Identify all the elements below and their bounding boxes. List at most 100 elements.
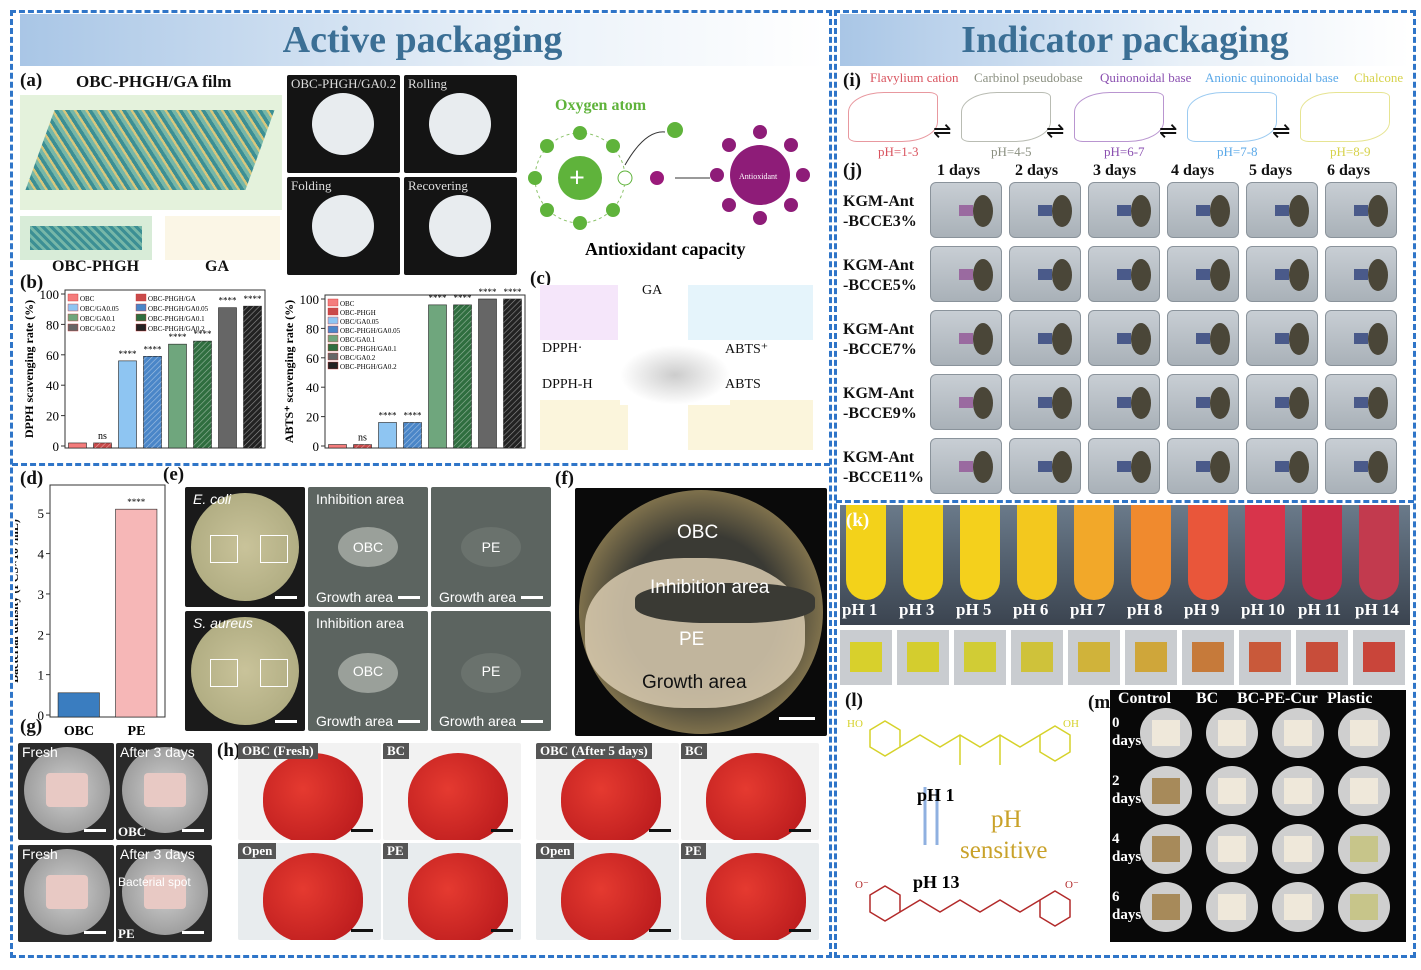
active-packaging-frame: [10, 10, 832, 958]
strawberry-photo: PE: [681, 843, 819, 940]
significance-label: ****: [479, 287, 498, 297]
legend-label: OBC/GA0.2: [340, 354, 376, 362]
shrimp-photo: [1325, 310, 1397, 366]
significance-label: ****: [244, 294, 263, 304]
molecule-structure: [961, 92, 1051, 142]
photo-caption: Rolling: [408, 76, 448, 91]
legend-swatch: [135, 293, 147, 302]
ph-tube: [1131, 505, 1171, 600]
significance-label: ****: [454, 293, 473, 303]
tile-caption: BC: [681, 743, 708, 759]
significance-label: ****: [194, 329, 213, 339]
indicator-film-swatch: [897, 630, 949, 685]
bar-hatch: [143, 356, 162, 448]
panel-label-i: (i): [843, 70, 861, 91]
day-header: 1 days: [937, 162, 981, 179]
significance-label: ns: [98, 431, 107, 442]
shrimp-photo: [1246, 310, 1318, 366]
abts-label: ABTS: [725, 377, 761, 392]
bar: [378, 422, 397, 449]
bacterial-spot-label: Bacterial spot: [118, 875, 191, 889]
legend-swatch: [67, 323, 79, 332]
bar-hatch: [193, 341, 212, 448]
y-tick-label: 20: [306, 410, 319, 425]
ph-label: pH 7: [1070, 600, 1106, 619]
ph-label: pH 6: [1013, 600, 1049, 619]
shrimp-photo: [1088, 246, 1160, 302]
panel-label-h: (h): [217, 740, 241, 761]
strawberry-photo: BC: [383, 743, 521, 840]
svg-text:OH: OH: [1063, 718, 1079, 730]
shrimp-photo: [1167, 246, 1239, 302]
y-tick-label: 3: [38, 587, 45, 602]
meat-photo: Fresh: [18, 845, 114, 942]
sample-label: OBC: [352, 539, 384, 555]
legend-swatch: [135, 313, 147, 322]
significance-label: ns: [358, 433, 367, 444]
y-axis-label: ABTS⁺ scavenging rate (%): [282, 300, 296, 443]
anthocyanin-species-name: Chalcone: [1354, 70, 1404, 85]
ph-label: pH 3: [899, 600, 935, 619]
ph-tube: [1017, 505, 1057, 600]
ph1-label: pH 1: [917, 785, 955, 805]
indicator-packaging-frame: [834, 10, 1416, 958]
bar-hatch: [243, 306, 262, 448]
panel-label-m: (m): [1088, 692, 1117, 713]
legend-label: OBC/GA0.1: [340, 336, 376, 344]
significance-label: ****: [169, 332, 188, 342]
ph-range-label: pH=7-8: [1217, 144, 1258, 159]
shrimp-photo: [1009, 438, 1081, 494]
plate-photo: S. aureus: [185, 611, 305, 731]
shrimp-photo: [1088, 182, 1160, 238]
inhibition-area-label: Inhibition area: [650, 577, 770, 598]
ph-tube: [1302, 505, 1342, 600]
equilibrium-arrow-icon: ⇌: [1046, 118, 1065, 143]
indicator-film-swatch: [1239, 630, 1291, 685]
day-header: 3 days: [1093, 162, 1137, 179]
ph-tube: [1074, 505, 1114, 600]
tile-caption: Inhibition area: [316, 491, 404, 507]
growth-area-label: Growth area: [642, 672, 747, 693]
bar: [328, 444, 347, 449]
ph-label: pH 9: [1184, 600, 1220, 619]
molecule-structure: [1187, 92, 1277, 142]
shrimp-photo: [1246, 438, 1318, 494]
day-unit: days: [1112, 907, 1142, 923]
bar-hatch: [93, 442, 112, 448]
shrimp-photo: [1246, 374, 1318, 430]
pe-label: PE: [679, 629, 705, 650]
legend-swatch: [327, 325, 339, 334]
tofu-photo: [1338, 882, 1390, 932]
legend-swatch: [327, 316, 339, 325]
shrimp-photo: [1325, 246, 1397, 302]
sample-label-line1: KGM-Ant: [843, 321, 915, 338]
day-header: 2 days: [1015, 162, 1059, 179]
ph-label: pH 14: [1355, 600, 1399, 619]
abts-radical-label: ABTS⁺: [725, 342, 769, 357]
ph-range-label: pH=4-5: [991, 144, 1032, 159]
column-header: BC-PE-Cur: [1237, 690, 1318, 707]
growth-area-label: Growth area: [439, 589, 517, 605]
y-tick-label: 5: [38, 506, 45, 521]
ph-tube: [903, 505, 943, 600]
tofu-photo: [1338, 766, 1390, 816]
sample-label-line2: -BCCE3%: [843, 213, 917, 230]
shrimp-photo: [1246, 246, 1318, 302]
tile-caption: Fresh: [22, 846, 58, 862]
y-axis-label: DPPH scavenging rate (%): [22, 300, 36, 438]
film-photo: Recovering: [404, 177, 517, 275]
plot-frame: [64, 289, 266, 449]
tile-caption: OBC (After 5 days): [536, 743, 652, 759]
bar: [218, 307, 237, 449]
legend-label: OBC/GA0.1: [80, 315, 116, 323]
panel-label-a: (a): [20, 70, 43, 91]
growth-area-label: Growth area: [316, 713, 394, 729]
significance-label: ****: [119, 349, 138, 359]
legend-label: OBC-PHGH/GA0.05: [148, 305, 209, 313]
sample-label: PE: [481, 539, 501, 555]
legend-label: OBC-PHGH/GA0.2: [148, 325, 205, 333]
plate-photo: PE Growth area: [431, 487, 551, 607]
